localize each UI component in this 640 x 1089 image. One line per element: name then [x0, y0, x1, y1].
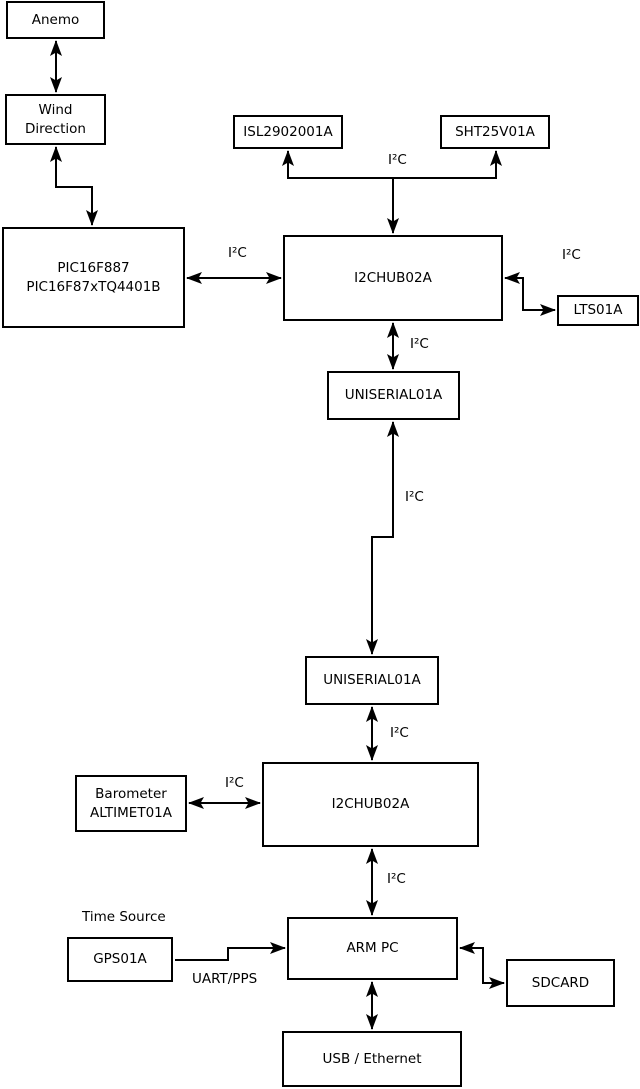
node-pic-microcontroller: PIC16F887 PIC16F87xTQ4401B: [2, 227, 185, 328]
edge-label-i2c-hub1-lts: I²C: [562, 247, 581, 263]
connector-uniserial1-uniserial2: [366, 421, 399, 655]
node-sht-humidity-sensor: SHT25V01A: [440, 115, 550, 149]
node-i2c-hub-1: I2CHUB02A: [283, 235, 503, 321]
node-usb-ethernet: USB / Ethernet: [282, 1031, 462, 1087]
node-barometer: Barometer ALTIMET01A: [75, 775, 187, 832]
node-sdcard: SDCARD: [506, 959, 615, 1007]
connector-hub1-lts: [504, 272, 556, 316]
edge-label-i2c-serial-link: I²C: [405, 489, 424, 505]
edge-label-time-source: Time Source: [82, 909, 166, 925]
node-arm-pc: ARM PC: [287, 917, 458, 980]
node-uniserial-1: UNISERIAL01A: [327, 371, 460, 420]
edge-label-i2c-barometer-hub2: I²C: [225, 775, 244, 791]
node-uniserial-2: UNISERIAL01A: [305, 656, 439, 705]
connector-wind-pic: [50, 146, 98, 226]
connector-gps-armpc: [175, 942, 286, 961]
node-gps: GPS01A: [67, 937, 173, 982]
node-anemometer: Anemo: [6, 1, 105, 39]
node-wind-direction: Wind Direction: [5, 94, 106, 145]
edge-label-i2c-serial-hub2: I²C: [390, 725, 409, 741]
node-isl-light-sensor: ISL2902001A: [233, 115, 343, 149]
node-i2c-hub-2: I2CHUB02A: [262, 762, 479, 847]
edge-label-i2c-pic-hub1: I²C: [228, 245, 247, 261]
edge-label-i2c-sensors-hub1: I²C: [388, 152, 407, 168]
edge-label-i2c-hub1-serial: I²C: [410, 336, 429, 352]
edge-label-uart-pps: UART/PPS: [192, 971, 258, 987]
edge-label-i2c-hub2-armpc: I²C: [387, 871, 406, 887]
node-lts-temperature-sensor: LTS01A: [557, 295, 639, 326]
connector-armpc-sdcard: [459, 942, 505, 989]
